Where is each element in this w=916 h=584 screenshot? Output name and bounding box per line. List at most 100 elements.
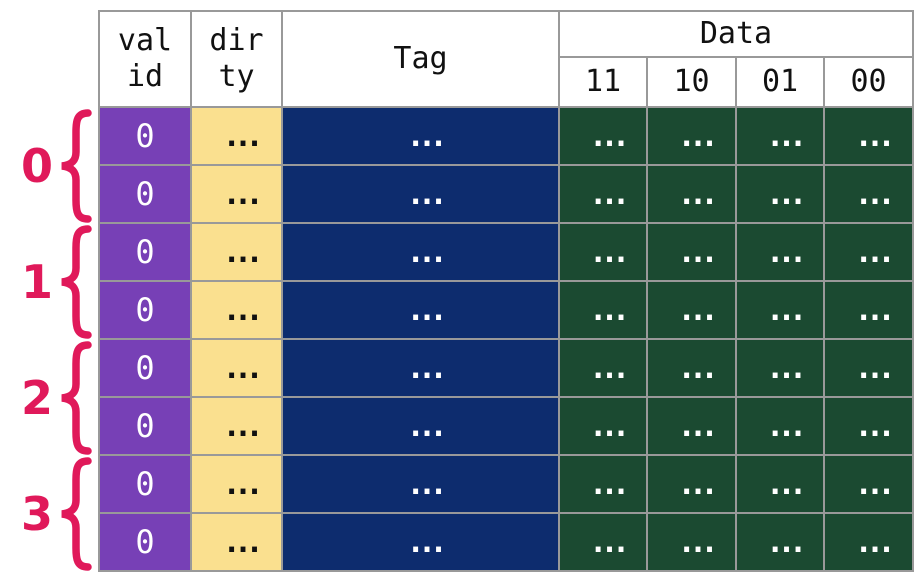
valid-cell: 0 [98,512,192,572]
ellipsis-value: ... [854,234,896,270]
set-group-1: 1 [0,224,97,340]
valid-cell: 0 [98,164,192,224]
tag-cell: ... [281,454,560,514]
data-cell: ... [558,280,648,340]
cache-table-header: val id dir ty Tag Data 11 10 01 00 [98,10,914,108]
data-cell: ... [823,106,914,166]
valid-bit-value: 0 [135,291,155,329]
brace-icon [61,225,92,339]
tag-cell: ... [281,338,560,398]
set-index-label: 2 [20,371,53,425]
data-cell: ... [823,280,914,340]
ellipsis-value: ... [406,408,448,444]
data-cell: ... [823,454,914,514]
valid-bit-value: 0 [135,175,155,213]
col-header-offset-10: 10 [646,56,737,108]
table-row: 0.................. [98,280,914,340]
ellipsis-value: ... [766,408,807,444]
col-header-offset-00: 00 [823,56,914,108]
valid-cell: 0 [98,106,192,166]
table-row: 0.................. [98,454,914,514]
ellipsis-value: ... [766,466,807,502]
data-cell: ... [823,164,914,224]
set-group-3: 3 [0,456,97,572]
set-group-0: 0 [0,108,97,224]
col-header-dirty: dir ty [190,10,283,108]
ellipsis-value: ... [677,350,719,386]
data-cell: ... [558,164,648,224]
ellipsis-value: ... [222,524,264,560]
ellipsis-value: ... [406,292,448,328]
ellipsis-value: ... [766,524,807,560]
ellipsis-value: ... [766,350,807,386]
data-cell: ... [646,454,737,514]
ellipsis-value: ... [677,524,719,560]
ellipsis-value: ... [854,118,896,154]
ellipsis-value: ... [222,292,264,328]
data-cell: ... [735,338,825,398]
data-cell: ... [823,338,914,398]
data-cell: ... [646,280,737,340]
data-cell: ... [735,280,825,340]
data-cell: ... [646,512,737,572]
col-header-valid-line1: val [117,23,173,58]
cache-table-body: 0..................0..................0.… [98,106,914,572]
table-row: 0.................. [98,396,914,456]
col-header-tag: Tag [281,10,560,108]
table-row: 0.................. [98,512,914,572]
ellipsis-value: ... [222,408,264,444]
data-cell: ... [558,396,648,456]
ellipsis-value: ... [406,466,448,502]
ellipsis-value: ... [677,176,719,212]
ellipsis-value: ... [854,466,896,502]
ellipsis-value: ... [677,118,719,154]
data-cell: ... [558,512,648,572]
valid-cell: 0 [98,338,192,398]
dirty-cell: ... [190,280,283,340]
ellipsis-value: ... [406,350,448,386]
tag-cell: ... [281,280,560,340]
table-row: 0.................. [98,338,914,398]
set-index-label: 0 [20,139,53,193]
col-header-valid: val id [98,10,192,108]
ellipsis-value: ... [766,176,807,212]
brace-icon [61,457,92,571]
tag-cell: ... [281,512,560,572]
data-cell: ... [558,338,648,398]
valid-bit-value: 0 [135,407,155,445]
ellipsis-value: ... [222,350,264,386]
dirty-cell: ... [190,512,283,572]
ellipsis-value: ... [222,118,264,154]
data-cell: ... [823,512,914,572]
ellipsis-value: ... [589,292,630,328]
ellipsis-value: ... [766,118,807,154]
ellipsis-value: ... [854,176,896,212]
table-row: 0.................. [98,106,914,166]
ellipsis-value: ... [677,466,719,502]
ellipsis-value: ... [589,176,630,212]
data-cell: ... [558,106,648,166]
cache-table: val id dir ty Tag Data 11 10 01 00 0....… [98,10,914,572]
ellipsis-value: ... [589,350,630,386]
dirty-cell: ... [190,222,283,282]
set-group-2: 2 [0,340,97,456]
ellipsis-value: ... [406,234,448,270]
data-cell: ... [646,106,737,166]
data-cell: ... [823,396,914,456]
ellipsis-value: ... [854,524,896,560]
col-header-offset-01: 01 [735,56,825,108]
col-header-dirty-line1: dir [209,23,264,58]
dirty-cell: ... [190,454,283,514]
col-header-offset-11: 11 [558,56,648,108]
dirty-cell: ... [190,164,283,224]
ellipsis-value: ... [766,234,807,270]
set-index-label: 3 [20,487,53,541]
ellipsis-value: ... [589,524,630,560]
ellipsis-value: ... [222,234,264,270]
data-cell: ... [823,222,914,282]
col-header-dirty-line2: ty [218,59,255,94]
valid-bit-value: 0 [135,117,155,155]
valid-cell: 0 [98,454,192,514]
ellipsis-value: ... [589,234,630,270]
